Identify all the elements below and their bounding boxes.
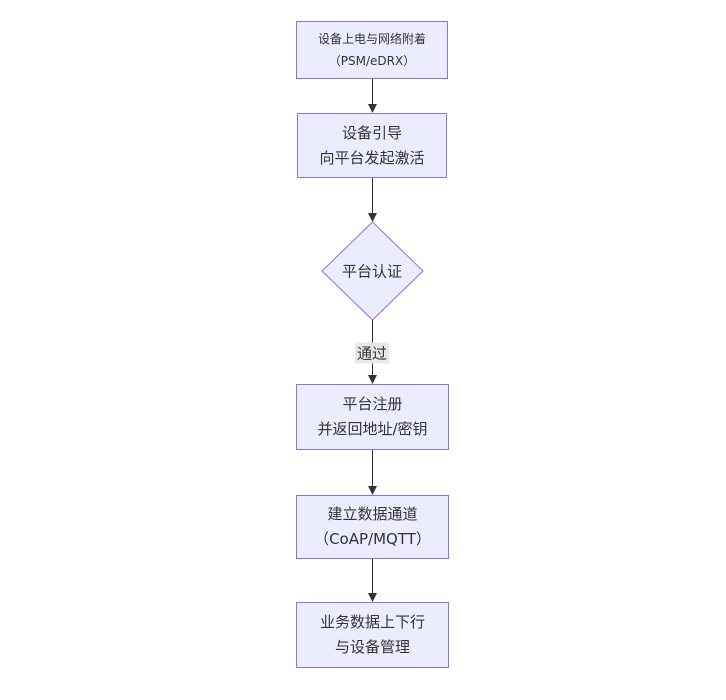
decision-platform-auth-label: 平台认证 — [341, 262, 403, 281]
arrowhead-icon — [368, 593, 377, 602]
edge-register-to-channel — [368, 450, 377, 495]
edge-channel-to-business — [368, 559, 377, 602]
arrowhead-icon — [368, 104, 377, 113]
node-business-data-device-mgmt: 业务数据上下行 与设备管理 — [296, 602, 449, 668]
node-label: 平台注册 并返回地址/密钥 — [317, 395, 428, 438]
arrowhead-icon — [368, 375, 377, 384]
node-label: 设备上电与网络附着 （PSM/eDRX） — [317, 31, 426, 68]
node-device-bootstrap-activate: 设备引导 向平台发起激活 — [297, 113, 447, 178]
edge-label-pass: 通过 — [354, 342, 390, 364]
node-device-power-network-attach: 设备上电与网络附着 （PSM/eDRX） — [296, 21, 448, 79]
arrowhead-icon — [368, 213, 377, 222]
arrowhead-icon — [368, 486, 377, 495]
node-establish-data-channel: 建立数据通道 （CoAP/MQTT） — [296, 495, 449, 559]
edge-bootstrap-to-auth — [368, 178, 377, 222]
node-label: 设备引导 向平台发起激活 — [319, 123, 425, 167]
node-label: 业务数据上下行 与设备管理 — [319, 613, 425, 656]
node-label: 建立数据通道 （CoAP/MQTT） — [314, 505, 431, 548]
edge-power-to-bootstrap — [368, 79, 377, 113]
node-platform-register: 平台注册 并返回地址/密钥 — [296, 384, 449, 450]
